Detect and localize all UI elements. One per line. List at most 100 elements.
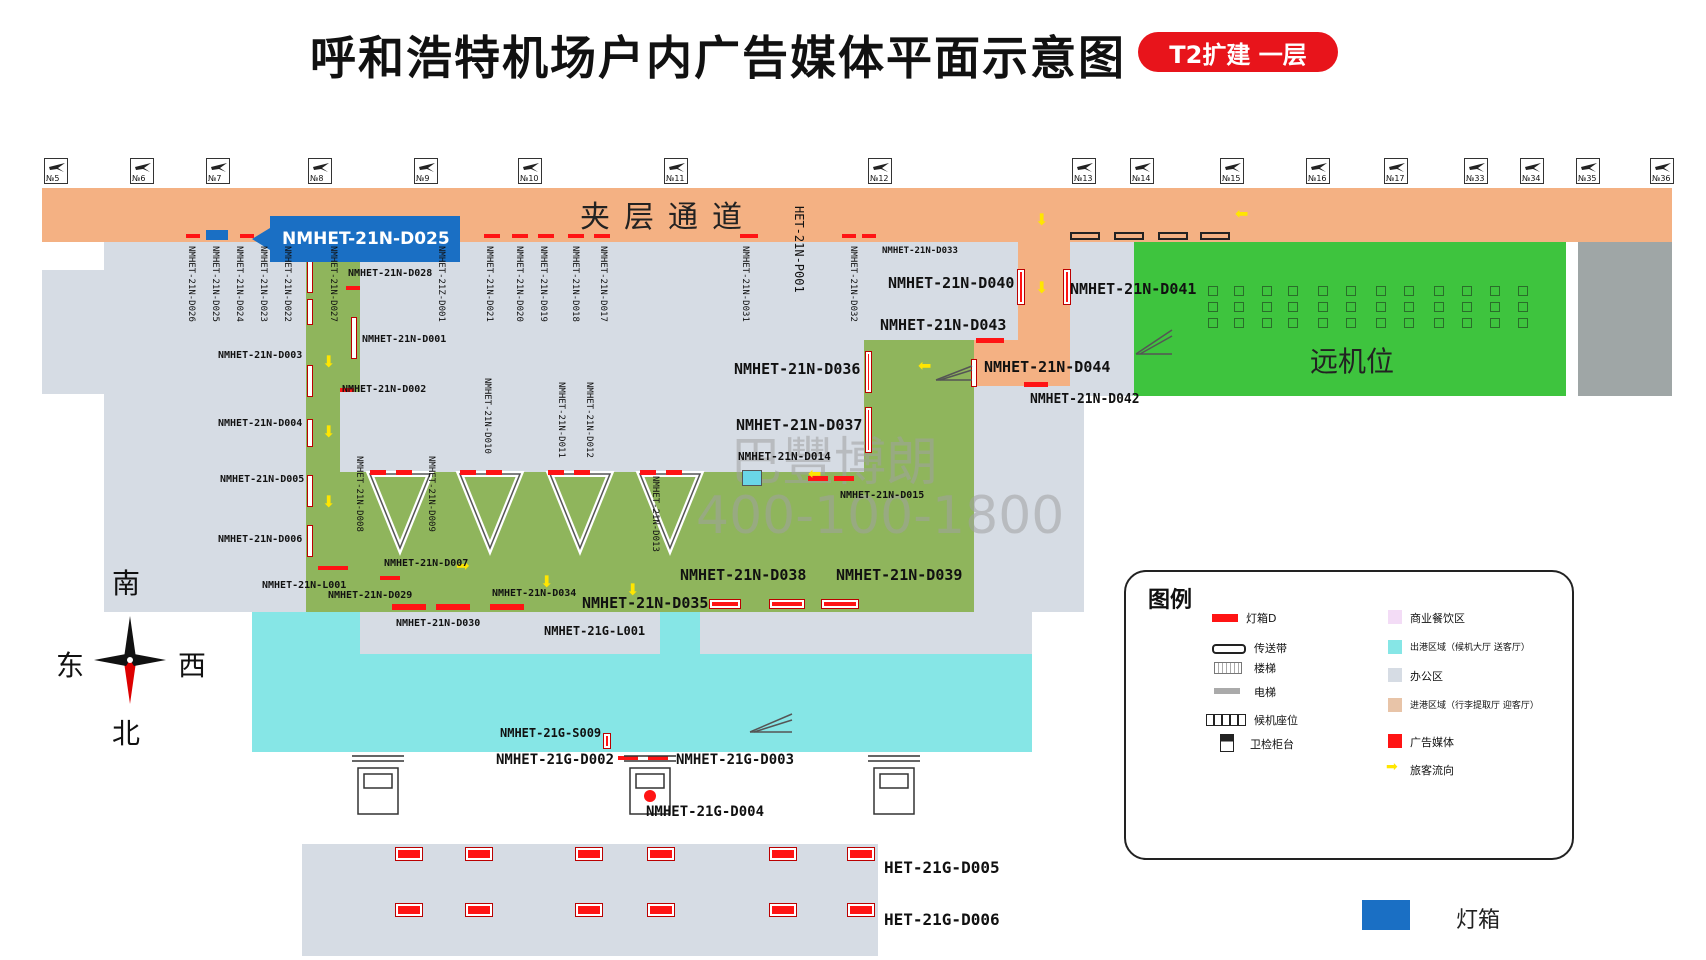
vlabel-d024: NMHET-21N-D024 [234,246,244,322]
media-lightbox [865,407,872,453]
seat-icon [1288,286,1298,296]
gate-label: №11 [666,174,685,183]
seat-icon [1234,302,1244,312]
seat-icon [1376,286,1386,296]
flow-arrow: ➡ [456,556,470,575]
label-d007: NMHET-21N-D007 [384,558,469,569]
conveyor-marker [1114,232,1144,240]
highlighted-lightbox [206,230,228,240]
legend-security: 卫检柜台 [1250,738,1294,751]
gate-label: №17 [1386,174,1405,183]
gate-label: №15 [1222,174,1241,183]
gate-label: №34 [1522,174,1541,183]
flow-arrow: ⬇ [322,492,336,511]
flow-arrow: ⬅ [918,356,932,375]
gate-1-icon: №5 [44,158,68,184]
label-l001: NMHET-21N-L001 [262,580,347,591]
departure-green-top-left [340,262,360,392]
office-under-band-left [360,612,660,654]
seat-icon [1208,302,1218,312]
seat-icon [1318,286,1328,296]
media-lightbox [618,756,638,760]
seat-icon [1288,302,1298,312]
legend-seats: 候机座位 [1254,714,1298,727]
seat-icon [1518,302,1528,312]
stairs-icon [749,713,793,733]
label-d035: NMHET-21N-D035 [582,594,709,612]
legend-media: 广告媒体 [1410,736,1454,749]
flow-arrow: ⬇ [1035,210,1049,229]
media-lightbox [370,470,386,475]
media-lightbox [351,317,357,359]
vlabel-d032: NMHET-21N-D032 [848,246,858,322]
media-lightbox [465,903,493,917]
label-d002: NMHET-21N-D002 [342,384,427,395]
seat-icon [1234,286,1244,296]
gate-label: №10 [520,174,539,183]
office-zone-east-white [1566,242,1578,396]
compass-south: 南 [112,567,141,600]
gate-7-icon: №11 [664,158,688,184]
media-lightbox [307,299,313,325]
gate-label: №5 [46,174,60,183]
stairs-icon [1135,329,1173,355]
media-lightbox [847,847,875,861]
seat-icon [1318,302,1328,312]
vlabel-d031: NMHET-21N-D031 [740,246,750,322]
label-gd004: NMHET-21G-D004 [646,804,765,820]
flow-arrow: ⬇ [540,572,554,591]
flow-arrow: ⬅ [808,464,822,483]
office-zone-left [42,270,104,394]
vlabel-d008: NMHET-21N-D008 [354,456,364,532]
media-lightbox [307,475,313,507]
label-gd006: HET-21G-D006 [884,910,1000,929]
seat-icon [1518,318,1528,328]
seat-icon [1234,318,1244,328]
gate-8-icon: №12 [868,158,892,184]
media-lightbox [709,599,741,609]
bottom-office-band [302,844,878,956]
media-lightbox [484,234,500,238]
seat-icon [1208,286,1218,296]
gate-label: №13 [1074,174,1093,183]
seat-icon [1434,286,1444,296]
media-lightbox [594,234,610,238]
gate-5-icon: №9 [414,158,438,184]
flow-arrow: ⬇ [1035,278,1049,297]
media-lightbox [575,847,603,861]
conveyor-marker [1158,232,1188,240]
media-lightbox [307,365,313,397]
label-d001: NMHET-21N-D001 [362,334,447,345]
watermark-line2: 400-100-1800 [696,486,1065,546]
media-lightbox [808,476,828,481]
seat-icon [1318,318,1328,328]
media-lightbox [647,847,675,861]
label-gd005: HET-21G-D005 [884,858,1000,877]
compass-north: 北 [112,717,141,750]
vlabel-d020: NMHET-21N-D020 [514,246,524,322]
legend-conveyor-swatch [1212,644,1246,654]
legend-stairs: 楼梯 [1254,662,1276,675]
gate-10-icon: №14 [1130,158,1154,184]
vlabel-d013: NMHET-21N-D013 [650,476,660,552]
label-d038: NMHET-21N-D038 [680,566,807,584]
bottom-legend-label: 灯箱 [1456,908,1501,933]
seat-icon [1404,286,1414,296]
legend-lightbox: 灯箱D [1246,612,1277,625]
gate-label: №9 [416,174,430,183]
red-dot-marker [644,790,656,802]
label-d028: NMHET-21N-D028 [348,268,433,279]
corridor-label: 夹层通道 [580,200,756,235]
label-d041: NMHET-21N-D041 [1070,280,1197,298]
media-lightbox [307,261,313,293]
media-lightbox [396,470,412,475]
seat-icon [1262,286,1272,296]
gate-6-icon: №10 [518,158,542,184]
seat-icon [1208,318,1218,328]
seat-icon [1518,286,1528,296]
label-d043: NMHET-21N-D043 [880,316,1007,334]
media-lightbox [307,419,313,447]
label-gs009: NMHET-21G-S009 [500,726,602,740]
office-zone-right [1070,242,1134,396]
flow-arrow: ⬇ [322,352,336,371]
